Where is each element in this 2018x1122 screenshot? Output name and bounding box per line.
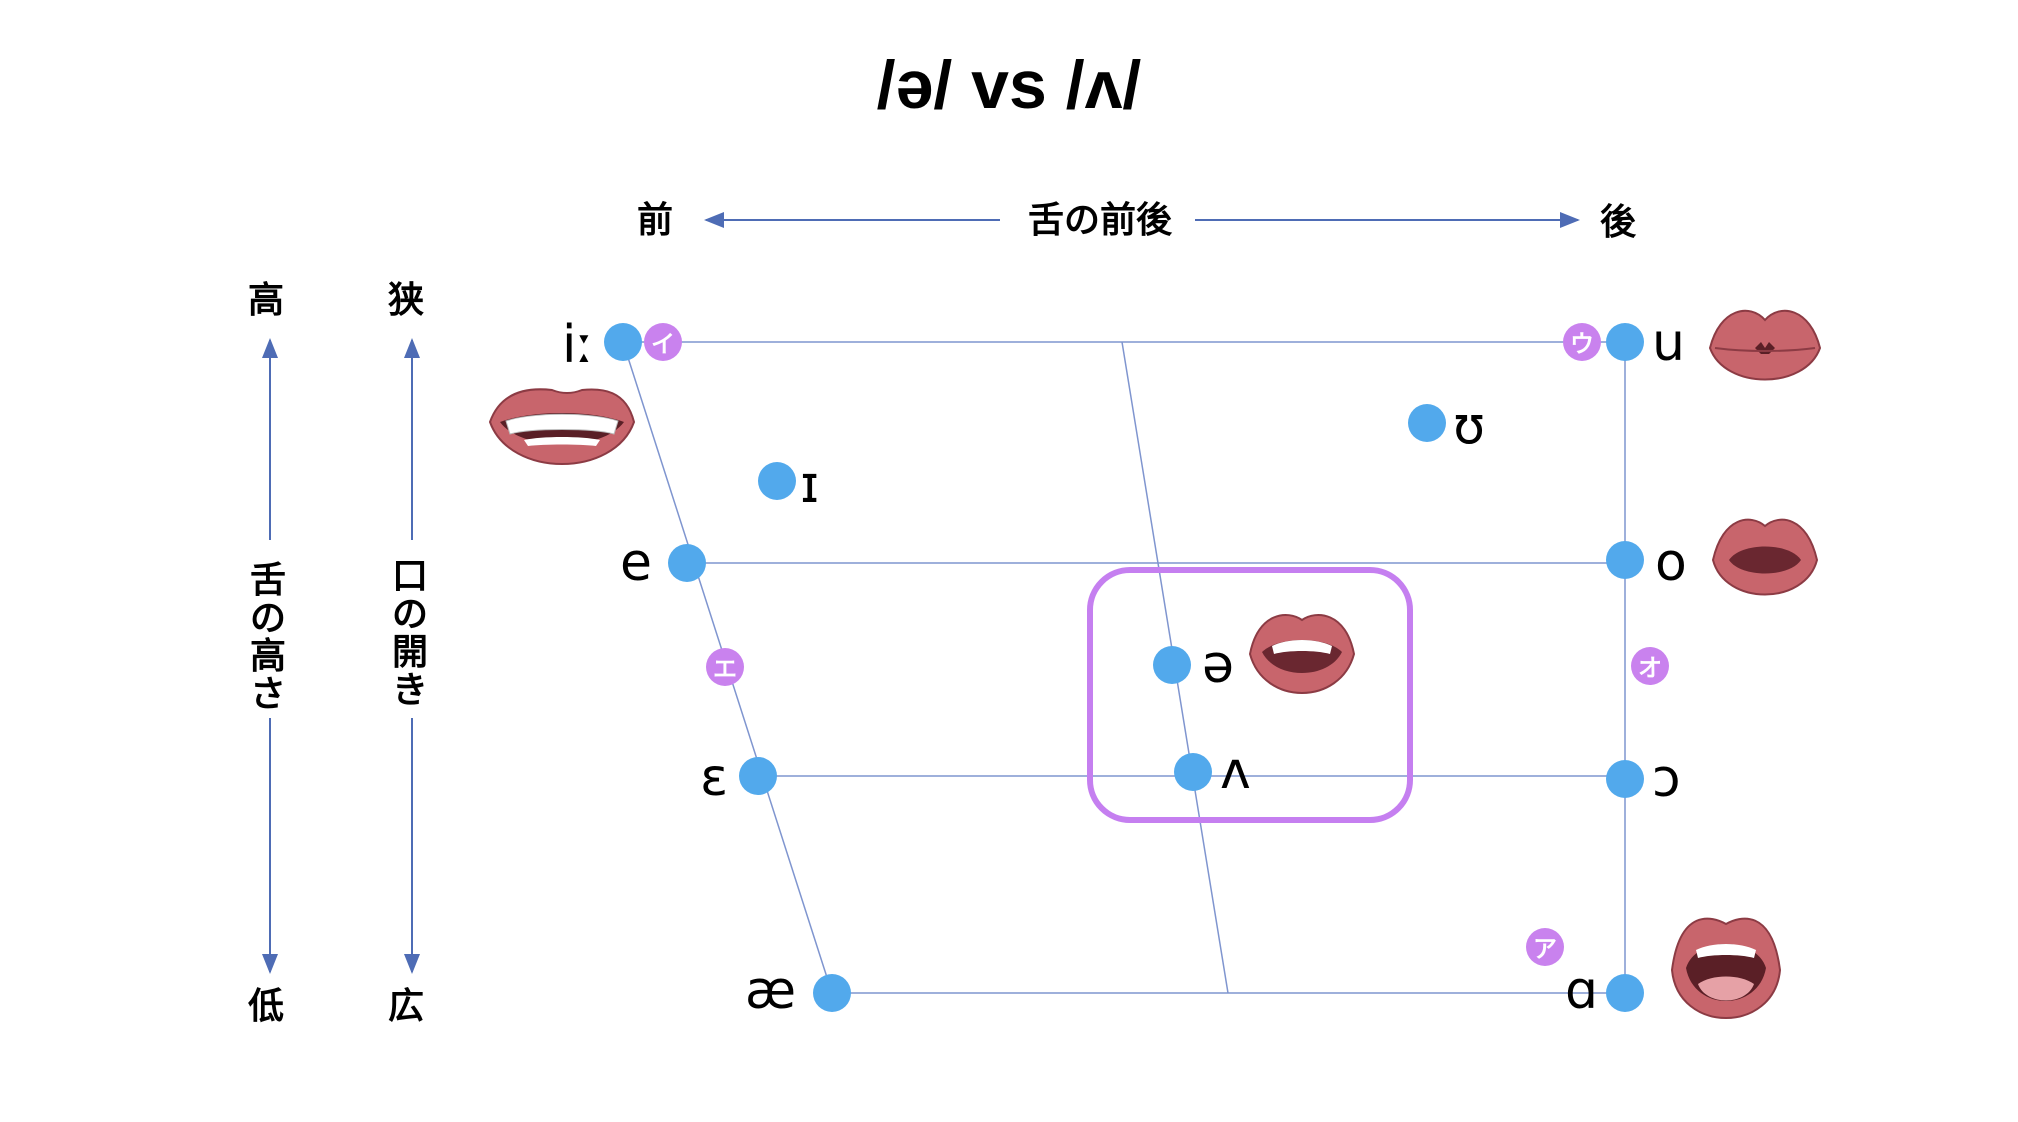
vowel-dot-o xyxy=(1606,541,1644,579)
vowel-dot-epsilon xyxy=(739,757,777,795)
vowel-dot-ur xyxy=(1408,404,1446,442)
high-label: 高 xyxy=(248,280,284,321)
vowel-dot-ir xyxy=(758,462,796,500)
katakana-text-a: ア xyxy=(1533,935,1557,963)
mouth-rounded-mid-icon xyxy=(1711,518,1819,596)
katakana-text-i: イ xyxy=(651,330,675,358)
vowel-label-o: o xyxy=(1655,533,1687,593)
katakana-badge-i xyxy=(644,323,682,361)
mouth-spread-teeth-icon xyxy=(488,388,636,465)
mouth-opening-char-3: 開 xyxy=(392,632,428,673)
katakana-text-u: ウ xyxy=(1570,330,1594,358)
vowel-dots xyxy=(604,323,1644,1012)
horizontal-axis: 前 舌の前後 後 xyxy=(637,200,1637,243)
vowel-labels: iː u ʊ ɪ e o ə ɛ ʌ ɔ æ ɑ xyxy=(562,313,1687,1021)
tongue-height-char-1: 舌 xyxy=(250,560,286,601)
mouth-opening-char-4: き xyxy=(392,670,428,711)
vowel-dot-u xyxy=(1606,323,1644,361)
mouth-rounded-closed-icon xyxy=(1708,309,1822,381)
tongue-height-char-2: の xyxy=(250,598,286,639)
highlight-box xyxy=(1087,567,1413,823)
back-label: 後 xyxy=(1600,202,1637,243)
vowel-label-alpha: ɑ xyxy=(1565,961,1598,1021)
katakana-badge-a xyxy=(1526,928,1564,966)
vowel-label-schwa: ə xyxy=(1202,635,1234,695)
katakana-text-e: エ xyxy=(713,655,737,683)
vowel-label-open-o: ɔ xyxy=(1652,749,1681,809)
katakana-text-o: オ xyxy=(1638,654,1662,682)
vowel-label-ur: ʊ xyxy=(1453,396,1485,456)
katakana-badge-u xyxy=(1563,323,1601,361)
page-title: /ə/ vs /ʌ/ xyxy=(877,47,1142,123)
vowel-dot-i xyxy=(604,323,642,361)
low-label: 低 xyxy=(248,986,284,1027)
katakana-badge-e xyxy=(706,648,744,686)
front-back-label: 舌の前後 xyxy=(1028,200,1173,241)
vowel-dot-alpha xyxy=(1606,974,1644,1012)
mouth-neutral-open-icon xyxy=(1248,614,1356,694)
tongue-height-axis: 高 舌 の 高 さ 低 xyxy=(248,280,286,1027)
vowel-dot-open-o xyxy=(1606,760,1644,798)
vowel-label-e: e xyxy=(620,533,652,593)
wide-label: 広 xyxy=(388,986,424,1027)
vowel-dot-wedge xyxy=(1174,753,1212,791)
vowel-label-i: iː xyxy=(562,315,594,375)
vowel-label-ae: æ xyxy=(745,961,796,1021)
front-label: 前 xyxy=(637,200,673,241)
vowel-label-epsilon: ɛ xyxy=(700,748,728,808)
vowel-dot-e xyxy=(668,544,706,582)
vowel-label-ir: ɪ xyxy=(800,455,819,515)
mouth-opening-axis: 狭 口 の 開 き 広 xyxy=(388,280,428,1027)
narrow-label: 狭 xyxy=(388,280,424,321)
mouth-wide-open-icon xyxy=(1670,917,1782,1019)
katakana-badge-o xyxy=(1631,647,1669,685)
katakana-badges: イ ウ エ オ ア xyxy=(644,323,1669,966)
vowel-dot-ae xyxy=(813,974,851,1012)
vowel-label-wedge: ʌ xyxy=(1220,741,1251,801)
vowel-dot-schwa xyxy=(1153,646,1191,684)
mouth-opening-char-1: 口 xyxy=(392,556,428,597)
vowel-label-u: u xyxy=(1652,313,1685,373)
tongue-height-char-3: 高 xyxy=(250,636,286,677)
tongue-height-char-4: さ xyxy=(250,674,286,715)
mouth-opening-char-2: の xyxy=(392,594,428,635)
